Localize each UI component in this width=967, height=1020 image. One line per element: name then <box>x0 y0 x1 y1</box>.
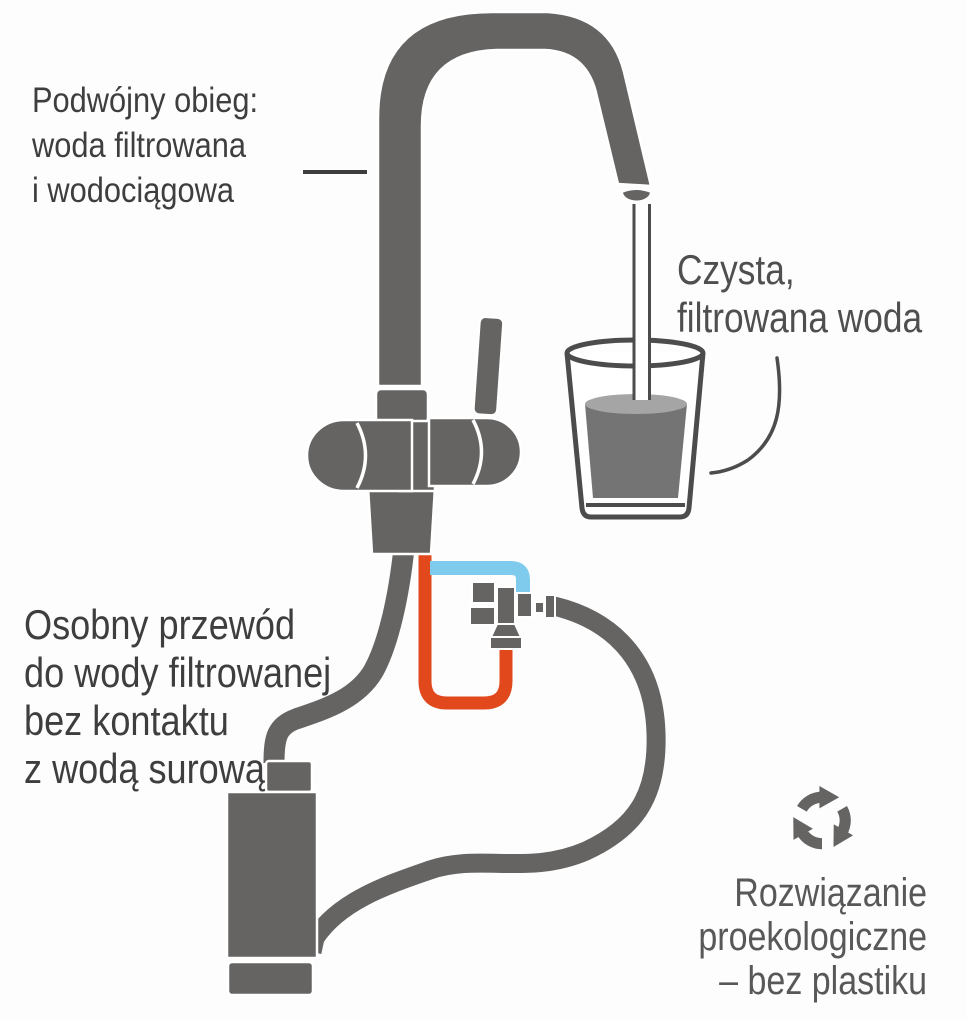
label-line: Podwójny obieg: <box>32 81 259 120</box>
label-line: filtrowana woda <box>677 294 923 341</box>
valve-block <box>471 581 496 604</box>
label-eco-solution: Rozwiązanie proekologiczne – bez plastik… <box>698 871 927 1003</box>
filter-return-hose <box>302 596 666 954</box>
recycle-arrow <box>793 817 823 850</box>
faucet-lever-handle <box>472 315 505 417</box>
faucet-left-knob <box>305 418 414 493</box>
label-line: proekologiczne <box>698 915 927 959</box>
faucet <box>305 10 653 556</box>
faucet-right-knob <box>427 416 523 488</box>
valve-body <box>496 586 516 626</box>
valve-collar <box>489 636 523 650</box>
label-line: do wody filtrowanej <box>24 649 332 696</box>
label-dual-circuit: Podwójny obieg: woda filtrowana i wodoci… <box>32 78 258 213</box>
faucet-to-filter-tube <box>263 546 415 764</box>
filter-body <box>225 790 319 960</box>
faucet-gooseneck-spout <box>376 10 653 388</box>
label-separate-hose: Osobny przewód do wody filtrowanej bez k… <box>24 601 331 793</box>
label-line: bez kontaktu <box>24 697 229 744</box>
valve-nipple <box>534 601 545 614</box>
water-surface <box>585 394 687 414</box>
glass-water <box>585 404 687 498</box>
right-knob-cap-line <box>471 419 484 485</box>
raw-water-tube-blue <box>430 561 530 593</box>
label-line: z wodą surową <box>24 745 265 792</box>
spout-aerator <box>620 188 653 203</box>
valve-block <box>469 606 496 626</box>
hose-plug <box>544 594 556 619</box>
valve-assembly <box>469 581 556 650</box>
recycle-arrow <box>797 786 840 812</box>
label-line: Osobny przewód <box>24 601 296 648</box>
stream-fill <box>632 204 651 400</box>
label-pointer-curve <box>709 356 782 475</box>
valve-port <box>516 592 533 618</box>
label-line: Czysta, <box>677 246 795 293</box>
filter-cartridge <box>225 759 319 997</box>
filtered-water-tube-orange <box>418 551 513 710</box>
filter-bottom-cap <box>226 960 315 997</box>
recycle-arrow <box>833 806 854 847</box>
left-knob-cap-line <box>355 422 368 489</box>
label-line: – bez plastiku <box>719 959 927 1003</box>
label-line: i wodociągowa <box>32 171 235 210</box>
faucet-collar <box>374 387 430 425</box>
label-line: Rozwiązanie <box>734 871 927 915</box>
label-clean-filtered-water: Czysta, filtrowana woda <box>677 246 922 342</box>
label-line: woda filtrowana <box>32 126 247 165</box>
water-stream <box>632 204 651 400</box>
recycling-icon <box>793 786 854 850</box>
valve-funnel <box>489 623 523 638</box>
